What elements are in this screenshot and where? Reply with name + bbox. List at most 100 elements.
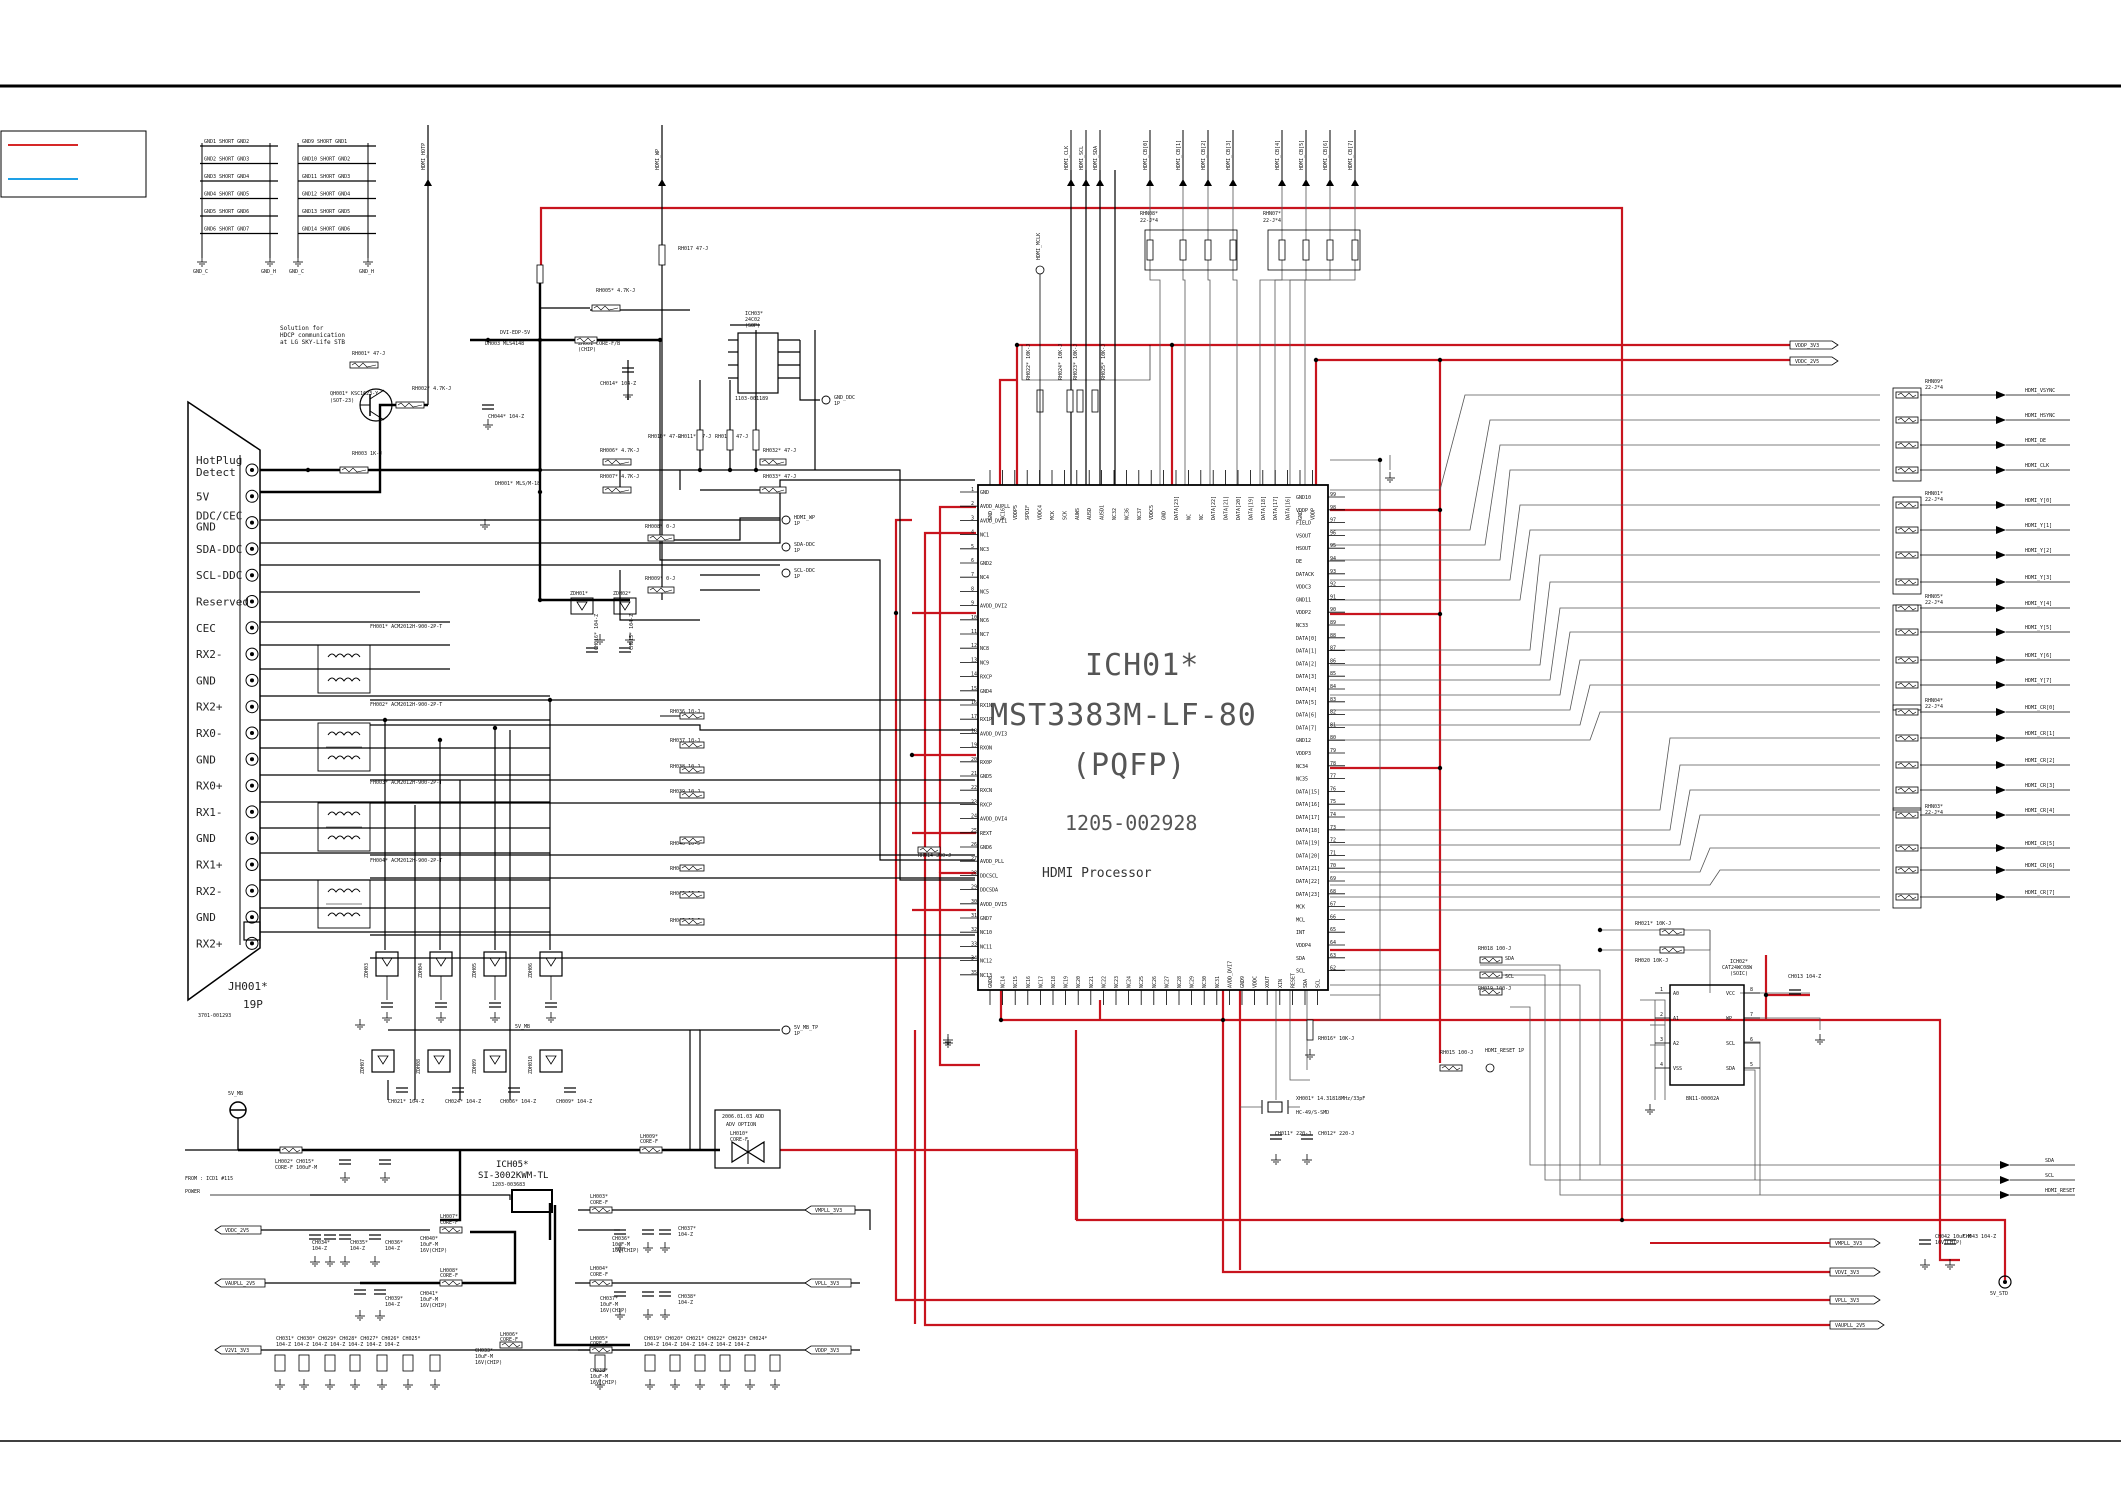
rail-label: VDDC_2V5 xyxy=(1795,359,1819,365)
ground-symbol xyxy=(275,1379,285,1390)
ground-symbol xyxy=(1305,1049,1315,1060)
ic-pin-number: 89 xyxy=(1330,620,1336,626)
junction-dot xyxy=(537,337,543,343)
gnd-net-label: GND_H xyxy=(359,269,374,275)
ic-pin-number: 9 xyxy=(971,601,974,607)
ic-pin-label: NC xyxy=(1186,514,1192,520)
ic-pin-label: RX0P xyxy=(980,760,992,766)
ic-pin-label: VDDP3 xyxy=(1296,751,1311,757)
ic-pin-number: 2 xyxy=(971,501,974,507)
ic-pin-number: 83 xyxy=(1330,697,1336,703)
hdmi-output-label: HDMI_CR[5] xyxy=(2025,841,2055,847)
component-label: 10uF-M xyxy=(600,1302,618,1308)
eeprom-ich03: ICH03* 24C02 (SOP) 1103-001189 xyxy=(728,311,800,402)
component-label: CH019* CH020* CH021* CH022* CH023* CH024… xyxy=(644,1336,767,1342)
ic-pin-number: 19 xyxy=(971,743,977,749)
ic-pin-label: GND xyxy=(1162,511,1168,520)
resistor-rh003 xyxy=(339,466,369,474)
ic-pin-label: DATA[16] xyxy=(1286,496,1292,520)
ic-pin-label: GND xyxy=(988,511,994,520)
ic-pin-label: NC13 xyxy=(980,973,992,979)
ich05-ref: ICH05* xyxy=(496,1160,529,1170)
ic-pin-number: 62 xyxy=(1330,966,1336,972)
component-label: QH001* KSC1623-Y xyxy=(330,391,378,397)
ic-pin-label: GND5 xyxy=(980,774,992,780)
ic-pin-number: 32 xyxy=(971,927,977,933)
ic-pin-label: VDDC5 xyxy=(1149,505,1155,520)
ic-pin-number: 13 xyxy=(971,657,977,663)
ic-pin-number: 23 xyxy=(971,799,977,805)
array-label: 22-J*4 xyxy=(1925,385,1943,391)
net-output-label: SDA xyxy=(2045,1158,2054,1164)
rail-vddc-2v5 xyxy=(214,1225,262,1235)
ic-pin-label: NC26 xyxy=(1152,976,1158,988)
series-resistor-rh40 xyxy=(679,836,705,844)
esd-package xyxy=(539,951,563,977)
ic-pin-label: VDDP xyxy=(1296,508,1308,514)
power-rail-labels-left: VDDC_2V5VAUPLL_2V5V2V1_3V3VMPLL_3V3VPLL_… xyxy=(185,1091,856,1355)
ic-pin-label: NC28 xyxy=(1177,976,1183,988)
junction-dot xyxy=(753,467,759,473)
ich02-ref: ICH02* xyxy=(1730,959,1748,965)
ic-pin-number: 94 xyxy=(1330,556,1336,562)
ic-pin-number: 26 xyxy=(971,842,977,848)
ic-pin-label: NC16 xyxy=(1000,508,1006,520)
ic-pin-label: DATA[20] xyxy=(1296,853,1320,859)
junction-dot xyxy=(1437,765,1443,771)
ic-pin-number: 21 xyxy=(971,771,977,777)
top-signal-label: HDMI_SDA xyxy=(1093,146,1099,170)
resistor-rh001 xyxy=(349,361,379,369)
array-label: RHN03* xyxy=(1925,804,1943,810)
ic-pin-label: NC25 xyxy=(1139,976,1145,988)
offpage-label: SDA-DDC xyxy=(794,542,815,548)
component-label: CORE-F xyxy=(590,1341,608,1347)
component-label: LH006* xyxy=(500,1332,518,1338)
ic-pin-number: 68 xyxy=(1330,889,1336,895)
ic-pin-label: NC36 xyxy=(1124,508,1130,520)
ic-pin-label: AVDD_DVI7 xyxy=(1227,961,1233,988)
ic-pin-label: AUSD xyxy=(1087,508,1093,520)
ic-pin-label: DATA[0] xyxy=(1296,636,1317,642)
solution-note-line1: Solution for xyxy=(280,325,324,332)
ic-pin-label: MCK xyxy=(1050,511,1056,520)
esd-label: ZDH08 xyxy=(416,1059,422,1074)
ground-symbol xyxy=(595,634,605,645)
component-label: CORE-F xyxy=(590,1200,608,1206)
choke-fh004 xyxy=(317,879,371,929)
adv-option-date: 2006.01.03 ADD xyxy=(722,1114,764,1120)
ground-symbol xyxy=(943,1034,953,1045)
ground-symbol xyxy=(720,1379,730,1390)
component-label: 16V(CHIP) xyxy=(1935,1240,1962,1246)
ground-symbol xyxy=(340,1172,350,1183)
transistor-qh001 xyxy=(359,388,393,422)
connector-pin-label: 5V xyxy=(196,490,210,503)
component-label: CH036* xyxy=(612,1236,630,1242)
crystal-xh001 xyxy=(1240,1100,1300,1114)
gnd-short-label: GND9 SHORT GND1 xyxy=(302,139,347,145)
ic-pin-label: NC1 xyxy=(980,533,989,539)
component-label: 104-Z xyxy=(678,1300,693,1306)
ic-pin-number: 96 xyxy=(1330,530,1336,536)
series-resistor-rh36 xyxy=(679,712,705,720)
ic-pin-label: VDDP2 xyxy=(1296,610,1311,616)
array-label: RHN09* xyxy=(1925,379,1943,385)
junction-dot xyxy=(1763,992,1769,998)
junction-dot xyxy=(1437,611,1443,617)
net-label: SCL xyxy=(1505,974,1514,980)
resistor-rh016 xyxy=(1306,1019,1314,1041)
gnd-short-label: GND5 SHORT GND6 xyxy=(204,209,249,215)
component-label: LH005* xyxy=(590,1336,608,1342)
resistor-rh032 xyxy=(759,458,787,466)
ground-symbol xyxy=(615,1309,625,1320)
ic-pin-number: 4 xyxy=(971,530,974,536)
esd-label: ZDH03 xyxy=(364,963,370,978)
component-label: 104-Z xyxy=(350,1246,365,1252)
connector-pin-label: GND xyxy=(196,911,216,924)
component-label: 10uF-M xyxy=(612,1242,630,1248)
power-rail-labels-right: VDDP_3V3VDDC_2V5VMPLL_3V3VDVI_3V3VPLL_3V… xyxy=(1650,340,2075,1330)
ic-pin-label: DATA[6] xyxy=(1296,713,1317,719)
array-resistor xyxy=(1204,239,1212,261)
ich02-pin-number: 6 xyxy=(1750,1037,1753,1043)
rail-label: VDVI_3V3 xyxy=(1835,1270,1859,1276)
series-resistor-rh38 xyxy=(679,766,705,774)
